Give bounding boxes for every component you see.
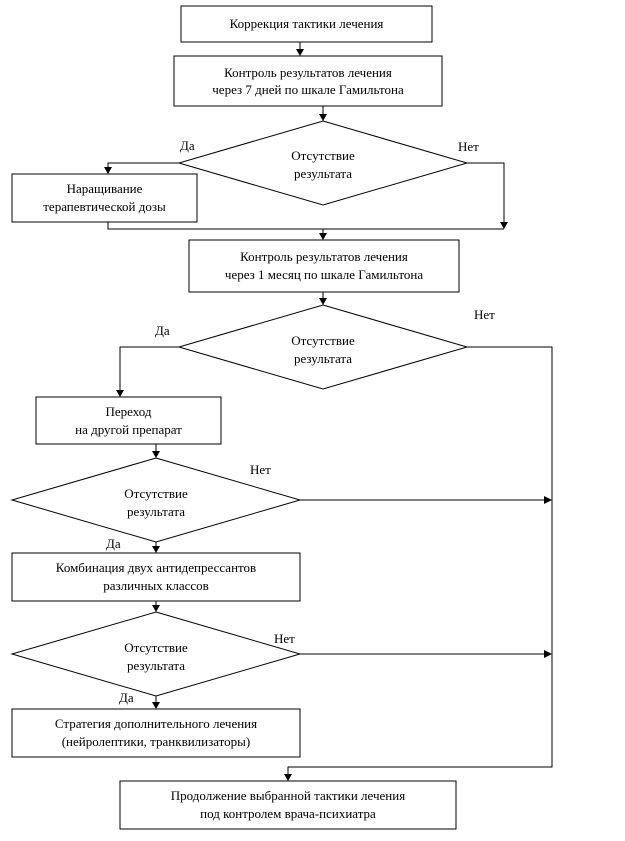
decision-2-line-2: результата — [294, 351, 352, 366]
decision-4: Отсутствие результата — [10, 611, 302, 697]
box-combination-line-1: Комбинация двух антидепрессантов — [56, 560, 256, 575]
decision-1-line-2: результата — [294, 166, 352, 181]
box-continue-treatment-line-1: Продолжение выбранной тактики лечения — [171, 788, 405, 803]
decision-3-line-2: результата — [127, 504, 185, 519]
box-control-7-days-line-1: Контроль результатов лечения — [224, 65, 392, 80]
box-continue-treatment: Продолжение выбранной тактики лечения по… — [119, 780, 457, 830]
decision-4-line-1: Отсутствие — [124, 640, 188, 655]
box-additional-treatment-line-1: Стратегия дополнительного лечения — [55, 716, 257, 731]
decision-4-line-2: результата — [127, 658, 185, 673]
decision-4-no-label: Нет — [274, 631, 295, 646]
decision-2-line-1: Отсутствие — [291, 333, 355, 348]
box-additional-treatment-line-2: (нейролептики, транквилизаторы) — [62, 734, 251, 749]
connectors — [104, 42, 553, 781]
box-correction-line-1: Коррекция тактики лечения — [230, 16, 384, 31]
decision-2-yes-label: Да — [155, 323, 170, 338]
box-control-7-days: Контроль результатов лечения через 7 дне… — [173, 55, 443, 107]
decision-3-yes-label: Да — [106, 536, 121, 551]
box-additional-treatment: Стратегия дополнительного лечения (нейро… — [11, 708, 301, 758]
decision-1-yes-label: Да — [180, 138, 195, 153]
box-control-1-month: Контроль результатов лечения через 1 мес… — [188, 239, 460, 293]
decision-4-yes-label: Да — [119, 690, 134, 705]
decision-3-line-1: Отсутствие — [124, 486, 188, 501]
box-switch-drug-line-1: Переход — [105, 404, 151, 419]
box-increase-dose-line-1: Наращивание — [67, 181, 143, 196]
box-control-7-days-line-2: через 7 дней по шкале Гамильтона — [212, 82, 404, 97]
decision-1: Отсутствие результата — [177, 120, 469, 206]
box-combination: Комбинация двух антидепрессантов различн… — [11, 552, 301, 602]
box-switch-drug: Переход на другой препарат — [35, 396, 222, 445]
box-continue-treatment-line-2: под контролем врача-психиатра — [200, 806, 376, 821]
decision-1-line-1: Отсутствие — [291, 148, 355, 163]
decision-1-no-label: Нет — [458, 139, 479, 154]
box-increase-dose: Наращивание терапевтической дозы — [11, 173, 198, 223]
box-switch-drug-line-2: на другой препарат — [75, 422, 182, 437]
decision-2-no-label: Нет — [474, 307, 495, 322]
box-correction: Коррекция тактики лечения — [180, 5, 433, 43]
box-control-1-month-line-1: Контроль результатов лечения — [240, 249, 408, 264]
box-control-1-month-line-2: через 1 месяц по шкале Гамильтона — [225, 267, 423, 282]
decision-3-no-label: Нет — [250, 462, 271, 477]
box-increase-dose-line-2: терапевтической дозы — [43, 199, 166, 214]
decision-3: Отсутствие результата — [10, 457, 302, 543]
box-combination-line-2: различных классов — [103, 578, 209, 593]
decision-2: Отсутствие результата — [177, 304, 469, 390]
